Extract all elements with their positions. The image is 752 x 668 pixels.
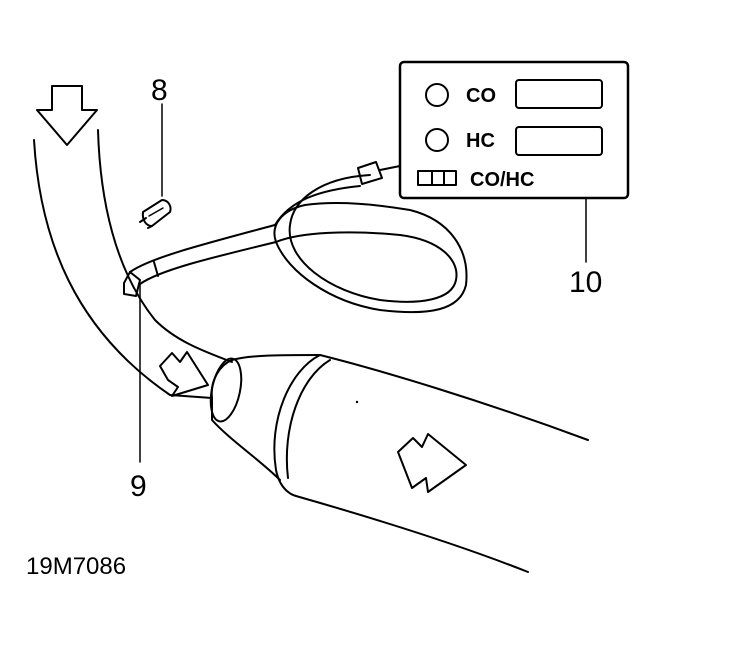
switch-label: CO/HC <box>470 169 534 191</box>
sample-port-screw <box>139 199 172 229</box>
co-indicator-lamp <box>425 83 449 107</box>
leader-lines <box>139 103 587 463</box>
flow-arrow-out-icon <box>397 433 467 493</box>
exhaust-downpipe <box>33 129 233 399</box>
callout-10: 10 <box>569 266 602 299</box>
probe-hose <box>123 161 468 314</box>
figure-id: 19M7086 <box>26 553 126 580</box>
co-hc-selector-switch <box>417 170 457 186</box>
catalytic-converter <box>209 354 589 573</box>
flow-arrow-in-icon <box>159 351 209 397</box>
flow-arrow-down-icon <box>36 85 98 146</box>
flow-arrows <box>36 85 467 493</box>
co-readout <box>515 79 603 109</box>
exhaust-gas-analyser: CO HC CO/HC <box>398 60 630 200</box>
hc-indicator-lamp <box>425 128 449 152</box>
callout-9: 9 <box>130 470 147 503</box>
hc-label: HC <box>466 130 495 152</box>
callout-8: 8 <box>151 74 168 107</box>
co-label: CO <box>466 85 496 107</box>
hc-readout <box>515 126 603 156</box>
